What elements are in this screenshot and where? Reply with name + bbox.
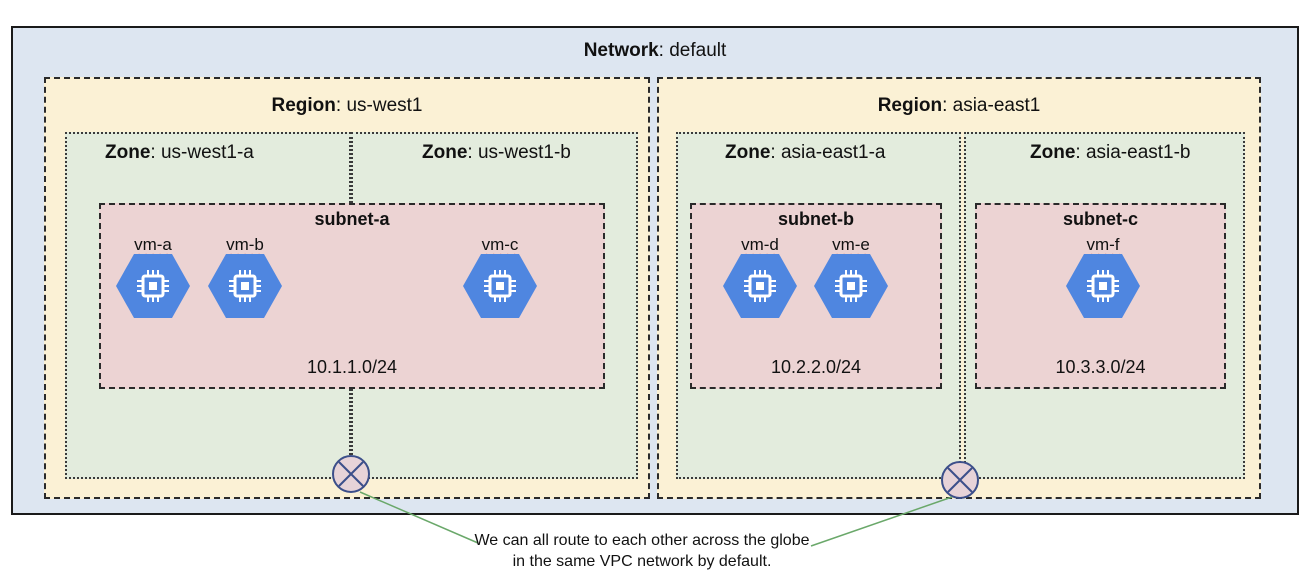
- subnet-cidr: 10.2.2.0/24: [770, 357, 862, 377]
- router-icon: [941, 461, 979, 499]
- compute-engine-icon: [814, 254, 888, 318]
- zone-label-asia-east1-a: Zone: asia-east1-a: [725, 142, 886, 163]
- subnet-name: subnet-a: [314, 209, 390, 229]
- router-icon: [332, 455, 370, 493]
- subnet-cidr: 10.1.1.0/24: [306, 357, 398, 377]
- zone-label-us-west1-b: Zone: us-west1-b: [422, 142, 571, 163]
- compute-engine-icon: [116, 254, 190, 318]
- subnet-name: subnet-c: [1062, 209, 1138, 229]
- compute-engine-icon: [463, 254, 537, 318]
- vm-label: vm-e: [832, 235, 870, 254]
- subnet-name: subnet-b: [778, 209, 854, 229]
- subnet-cidr: 10.3.3.0/24: [1055, 357, 1146, 377]
- compute-engine-icon: [208, 254, 282, 318]
- compute-engine-icon: [723, 254, 797, 318]
- vm-label: vm-c: [481, 235, 519, 254]
- zone-label-us-west1-a: Zone: us-west1-a: [105, 142, 254, 163]
- vm-label: vm-b: [226, 235, 264, 254]
- vm-label: vm-f: [1086, 235, 1120, 254]
- network-label: Network: default: [583, 40, 727, 61]
- region-label-us-west1: Region: us-west1: [271, 95, 423, 116]
- zone-label-asia-east1-b: Zone: asia-east1-b: [1030, 142, 1191, 163]
- region-label-asia-east1: Region: asia-east1: [877, 95, 1041, 116]
- vm-label: vm-a: [134, 235, 172, 254]
- caption: We can all route to each other across th…: [474, 532, 810, 570]
- compute-engine-icon: [1066, 254, 1140, 318]
- vm-label: vm-d: [741, 235, 779, 254]
